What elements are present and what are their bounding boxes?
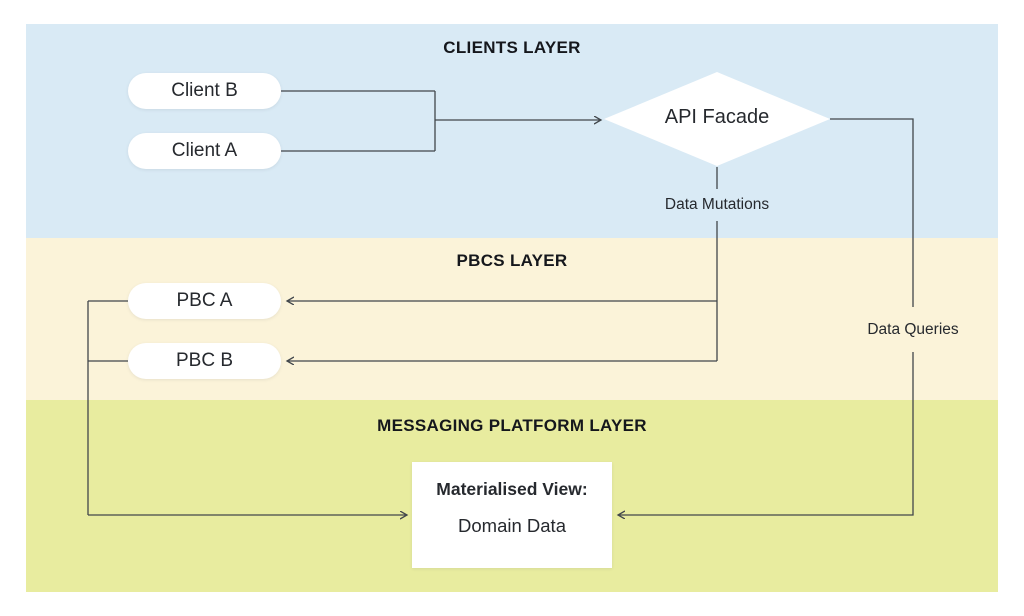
node-pbc-a-label: PBC A <box>176 290 233 311</box>
edge-clients-merge <box>281 90 436 152</box>
clients-layer-band <box>26 24 998 238</box>
messaging-layer-title: MESSAGING PLATFORM LAYER <box>377 416 647 435</box>
edge-data-queries-upper <box>830 118 914 307</box>
node-client-b-label: Client B <box>171 80 238 101</box>
pbcs-layer-title: PBCS LAYER <box>456 251 568 270</box>
node-pbc-b: PBC B <box>128 343 281 379</box>
node-materialised-view: Materialised View: Domain Data <box>412 462 612 568</box>
edge-label-data-queries: Data Queries <box>867 321 959 338</box>
node-api-facade-label: API Facade <box>664 106 770 128</box>
node-client-a: Client A <box>128 133 281 169</box>
node-api-facade-shape <box>604 72 830 166</box>
node-materialised-view-title: Materialised View: <box>436 479 588 499</box>
node-client-b: Client B <box>128 73 281 109</box>
node-client-a-label: Client A <box>171 140 238 161</box>
node-pbc-a: PBC A <box>128 283 281 319</box>
edge-pbcs-merge <box>87 300 128 515</box>
edge-label-data-mutations: Data Mutations <box>664 196 770 213</box>
node-pbc-b-label: PBC B <box>175 350 234 371</box>
clients-layer-title: CLIENTS LAYER <box>443 38 581 57</box>
node-materialised-view-subtitle: Domain Data <box>458 515 566 536</box>
edge-queries-to-materialised-view <box>618 352 914 515</box>
